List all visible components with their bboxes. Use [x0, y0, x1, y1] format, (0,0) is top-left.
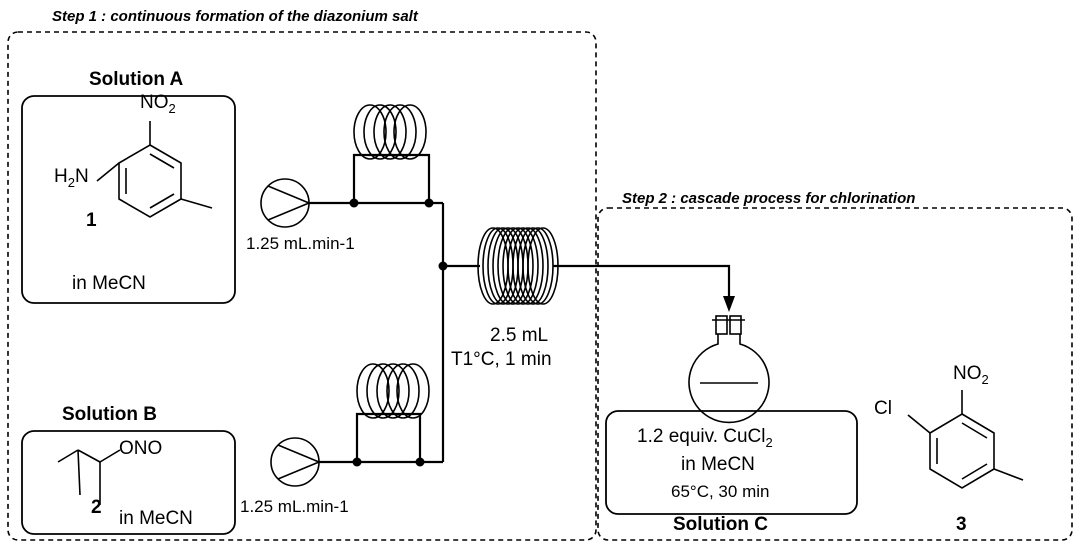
step2-title: Step 2 : cascade process for chlorinatio… [622, 190, 915, 207]
reactor-conditions: T1°C, 1 min [451, 349, 552, 370]
solution-c-line1: 1.2 equiv. CuCl2 [637, 426, 773, 450]
solution-a-solvent: in MeCN [72, 273, 146, 294]
solution-b-box [21, 430, 236, 535]
reactor-volume: 2.5 mL [490, 325, 548, 346]
compound-1-amine-label: H2N [54, 166, 89, 190]
pump-b-icon [270, 437, 322, 487]
compound-2-structure [57, 449, 121, 505]
solution-b-solvent: in MeCN [119, 508, 193, 529]
solution-b-header: Solution B [62, 404, 157, 425]
solution-a-box [21, 95, 236, 304]
step1-frame [7, 31, 597, 541]
solution-c-header: Solution C [673, 514, 768, 535]
compound-1-number: 1 [86, 210, 97, 231]
junction-dots [349, 198, 448, 467]
pump-b-flow-rate: 1.25 mL.min-1 [240, 497, 349, 516]
coil-b-icon [356, 363, 430, 419]
coil-a-icon [353, 104, 427, 160]
compound-3-number: 3 [956, 514, 967, 535]
compound-3-chloro-label: Cl [874, 398, 892, 419]
pump-a-icon [260, 178, 312, 228]
compound-3-nitro-label: NO2 [953, 363, 989, 387]
compound-1-nitro-label: NO2 [140, 92, 176, 116]
step1-title: Step 1 : continuous formation of the dia… [52, 8, 419, 25]
reactor-coil-icon [477, 227, 559, 305]
compound-1-structure [96, 121, 213, 218]
compound-2-ono-label: ONO [119, 438, 162, 459]
compound-3-structure [907, 390, 1024, 489]
flask-icon [688, 315, 770, 424]
solution-a-header: Solution A [89, 69, 184, 90]
pump-a-flow-rate: 1.25 mL.min-1 [246, 234, 355, 253]
compound-2-number: 2 [91, 497, 102, 518]
solution-c-line2: in MeCN [681, 454, 755, 475]
solution-c-conditions: 65°C, 30 min [671, 482, 769, 501]
step2-frame [597, 207, 1073, 541]
solution-c-box [605, 410, 858, 515]
